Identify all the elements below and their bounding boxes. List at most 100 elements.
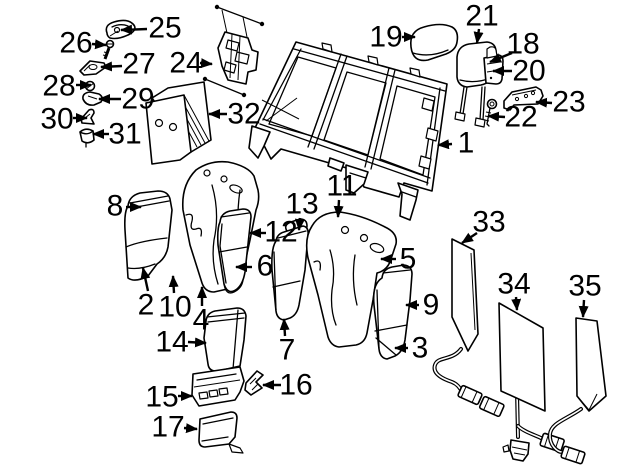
callout-14[interactable]: 14 xyxy=(155,326,207,359)
callout-26-number[interactable]: 26 xyxy=(59,27,92,60)
part-30-hook xyxy=(80,108,95,125)
part-33-mating-connector xyxy=(478,395,505,418)
callout-8[interactable]: 8 xyxy=(107,190,142,223)
callout-2-number[interactable]: 2 xyxy=(138,289,155,322)
callout-16[interactable]: 16 xyxy=(262,369,313,402)
callout-4-number[interactable]: 4 xyxy=(193,304,210,337)
part-33-connector xyxy=(457,384,483,406)
callout-18-number[interactable]: 18 xyxy=(506,28,539,61)
callout-35[interactable]: 35 xyxy=(568,270,602,318)
callout-16-number[interactable]: 16 xyxy=(279,369,312,402)
part-15-armrest-base xyxy=(191,366,245,407)
callout-34-number[interactable]: 34 xyxy=(497,268,530,301)
callout-33[interactable]: 33 xyxy=(461,206,506,244)
callout-10[interactable]: 10 xyxy=(158,275,192,324)
part-17-tray xyxy=(198,411,244,454)
callout-23-arrow xyxy=(535,97,553,108)
callout-13-number[interactable]: 13 xyxy=(285,188,318,221)
callout-27-arrow xyxy=(100,61,123,72)
callout-31-number[interactable]: 31 xyxy=(108,118,141,151)
callout-22-arrow xyxy=(487,111,506,122)
callout-7-number[interactable]: 7 xyxy=(279,334,296,367)
callout-21-arrow xyxy=(473,28,484,44)
callout-9-number[interactable]: 9 xyxy=(423,289,440,322)
part-12-6-left-bolster xyxy=(216,208,252,294)
part-35-connector xyxy=(560,445,586,465)
callout-4[interactable]: 4 xyxy=(193,286,210,337)
part-34-heater-pad xyxy=(498,302,565,462)
callout-18[interactable]: 18 xyxy=(489,28,540,64)
callout-19[interactable]: 19 xyxy=(369,21,416,54)
callout-15-number[interactable]: 15 xyxy=(145,381,178,414)
callout-17[interactable]: 17 xyxy=(151,411,198,444)
callout-32-number[interactable]: 32 xyxy=(227,98,260,131)
callout-2[interactable]: 2 xyxy=(138,267,155,322)
callout-9[interactable]: 9 xyxy=(405,289,440,322)
callout-35-number[interactable]: 35 xyxy=(568,270,601,303)
callout-25-arrow xyxy=(120,24,148,35)
callout-24-number[interactable]: 24 xyxy=(169,47,202,80)
callout-34[interactable]: 34 xyxy=(497,268,531,311)
callout-24[interactable]: 24 xyxy=(169,47,213,80)
callout-1-arrow xyxy=(437,139,453,150)
callout-1-number[interactable]: 1 xyxy=(458,127,475,160)
callout-14-number[interactable]: 14 xyxy=(155,326,188,359)
callout-21[interactable]: 21 xyxy=(465,0,499,44)
callout-13-arrow xyxy=(294,217,305,231)
callout-11-number[interactable]: 11 xyxy=(326,170,357,203)
callout-11-arrow xyxy=(333,199,344,218)
callout-28-number[interactable]: 28 xyxy=(42,70,75,103)
callout-30[interactable]: 30 xyxy=(40,103,88,136)
part-1-seatback-frame xyxy=(248,41,448,221)
callout-23[interactable]: 23 xyxy=(535,86,586,119)
callout-26[interactable]: 26 xyxy=(59,27,107,60)
part-24-latch-mechanism xyxy=(202,4,265,98)
part-35-heater-pad xyxy=(547,317,607,465)
callout-3-number[interactable]: 3 xyxy=(412,332,429,365)
callout-21-number[interactable]: 21 xyxy=(465,0,498,33)
callout-8-number[interactable]: 8 xyxy=(107,190,124,223)
part-32-panel-stack xyxy=(145,81,212,165)
callout-33-arrow xyxy=(461,232,478,244)
callout-20-number[interactable]: 20 xyxy=(512,55,545,88)
callout-22[interactable]: 22 xyxy=(487,101,538,134)
callout-26-arrow xyxy=(91,39,107,50)
callout-24-arrow xyxy=(199,58,213,69)
callout-32[interactable]: 32 xyxy=(208,98,261,131)
callout-25[interactable]: 25 xyxy=(120,12,182,45)
callout-25-number[interactable]: 25 xyxy=(148,12,181,45)
callout-23-number[interactable]: 23 xyxy=(552,86,585,119)
callout-7[interactable]: 7 xyxy=(279,318,296,367)
callout-6[interactable]: 6 xyxy=(235,250,274,283)
callout-33-number[interactable]: 33 xyxy=(472,206,505,239)
callout-20[interactable]: 20 xyxy=(492,55,546,88)
callout-11[interactable]: 11 xyxy=(326,170,358,218)
callout-29-number[interactable]: 29 xyxy=(121,83,154,116)
callout-12[interactable]: 12 xyxy=(249,216,298,249)
part-34-main-plug xyxy=(502,439,530,462)
callout-28[interactable]: 28 xyxy=(42,70,92,103)
callout-17-number[interactable]: 17 xyxy=(151,411,184,444)
callout-29[interactable]: 29 xyxy=(98,83,155,116)
callout-13[interactable]: 13 xyxy=(285,188,319,231)
callout-15[interactable]: 15 xyxy=(145,381,193,414)
callout-5[interactable]: 5 xyxy=(380,243,417,276)
callout-17-arrow xyxy=(183,423,198,434)
callout-12-number[interactable]: 12 xyxy=(264,216,297,249)
callout-31[interactable]: 31 xyxy=(92,118,142,151)
callout-14-arrow xyxy=(187,337,207,348)
callout-27[interactable]: 27 xyxy=(100,48,156,81)
part-22-screw xyxy=(484,98,498,127)
callout-5-number[interactable]: 5 xyxy=(400,243,417,276)
callout-10-number[interactable]: 10 xyxy=(158,291,191,324)
callout-22-number[interactable]: 22 xyxy=(504,101,537,134)
callout-30-number[interactable]: 30 xyxy=(40,103,73,136)
callout-6-number[interactable]: 6 xyxy=(257,250,274,283)
callout-18-arrow xyxy=(489,51,513,64)
callout-19-number[interactable]: 19 xyxy=(369,21,402,54)
callout-27-number[interactable]: 27 xyxy=(122,48,155,81)
callout-3[interactable]: 3 xyxy=(394,332,429,365)
callout-1[interactable]: 1 xyxy=(437,127,475,160)
